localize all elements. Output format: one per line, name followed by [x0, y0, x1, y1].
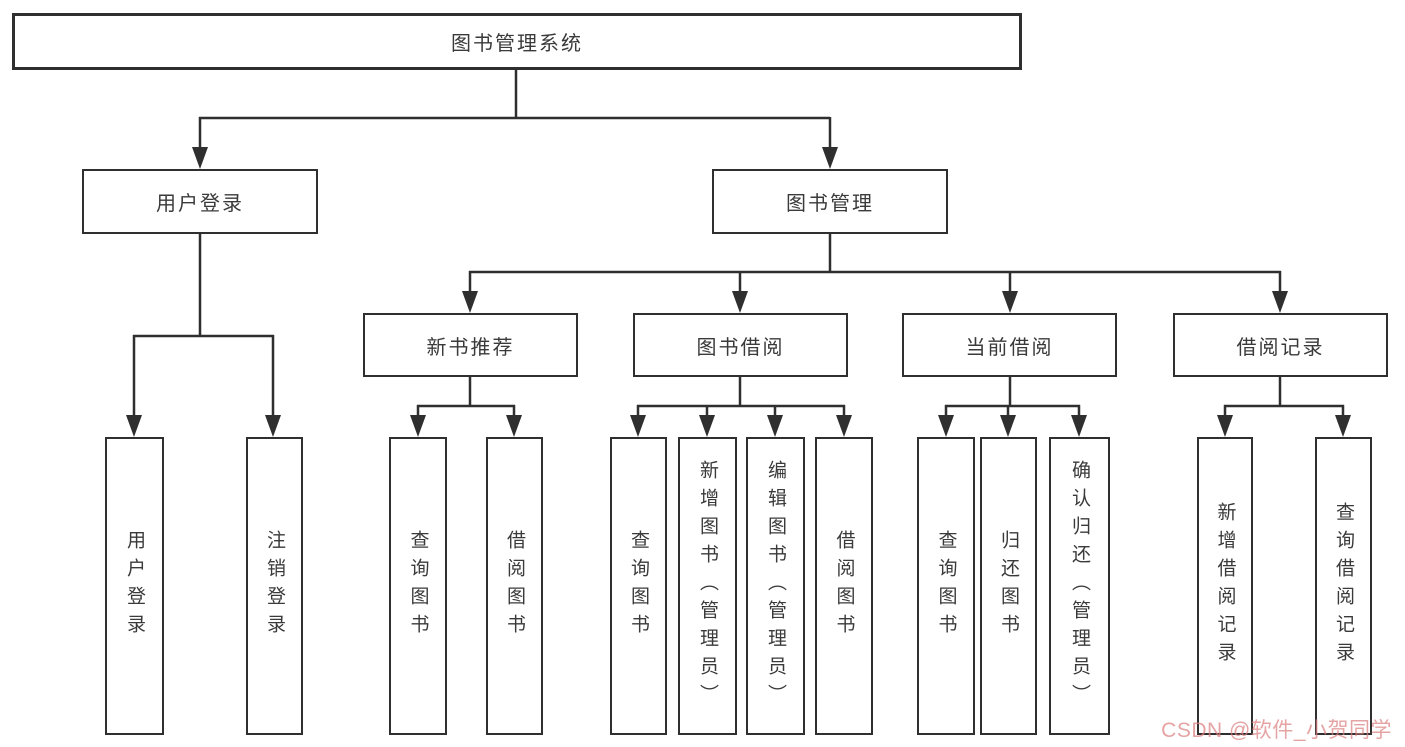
- edge-userlogin-to-leaves: [132, 234, 275, 420]
- arrowheads-records-leaves: [1217, 415, 1351, 437]
- node-label: 借阅记录: [1236, 336, 1325, 359]
- node-label: 注销登录: [264, 530, 285, 642]
- arrowheads-newbooks-leaves: [410, 415, 522, 437]
- edge-records-to-leaves: [1223, 377, 1345, 420]
- arrowheads-level2: [192, 147, 838, 169]
- node-label: 查询借阅记录: [1333, 502, 1354, 670]
- arrowheads-userlogin-leaves: [126, 415, 281, 437]
- leaf-add-books-admin: 新增图书（管理员）: [678, 437, 737, 735]
- node-label: 归还图书: [998, 530, 1019, 642]
- edge-current-to-leaves: [944, 377, 1081, 420]
- node-label: 确认归还（管理员）: [1069, 460, 1090, 712]
- node-library-management-system: 图书管理系统: [12, 13, 1022, 70]
- node-label: 当前借阅: [965, 336, 1054, 359]
- edge-newbooks-to-leaves: [416, 377, 516, 420]
- edge-borrow-to-leaves: [636, 377, 846, 420]
- arrowheads-borrow-leaves: [630, 415, 852, 437]
- node-label: 借阅图书: [504, 530, 525, 642]
- leaf-user-login: 用户登录: [105, 437, 164, 735]
- node-book-borrowing: 图书借阅: [633, 313, 848, 377]
- leaf-logout: 注销登录: [246, 437, 303, 735]
- node-label: 新增借阅记录: [1214, 502, 1236, 670]
- node-label: 新增图书（管理员）: [697, 460, 718, 712]
- node-label: 图书管理系统: [451, 33, 583, 55]
- leaf-confirm-return-admin: 确认归还（管理员）: [1049, 437, 1110, 735]
- node-label: 图书借阅: [696, 336, 785, 359]
- node-current-borrowing: 当前借阅: [902, 313, 1117, 377]
- arrowheads-level3: [462, 291, 1288, 313]
- leaf-borrow-books: 借阅图书: [815, 437, 873, 735]
- node-label: 查询图书: [407, 530, 429, 642]
- node-label: 用户登录: [156, 193, 244, 215]
- node-label: 查询图书: [628, 530, 649, 642]
- node-label: 用户登录: [124, 530, 145, 642]
- csdn-watermark: CSDN @软件_小贺同学: [1161, 719, 1392, 742]
- node-new-book-recommend: 新书推荐: [363, 313, 578, 377]
- leaf-add-borrow-record: 新增借阅记录: [1197, 437, 1253, 735]
- leaf-query-books-borrowing: 查询图书: [610, 437, 667, 735]
- leaf-return-books: 归还图书: [980, 437, 1037, 735]
- node-book-management: 图书管理: [712, 169, 948, 234]
- node-borrow-records: 借阅记录: [1173, 313, 1388, 377]
- node-label: 查询图书: [935, 530, 957, 642]
- leaf-edit-books-admin: 编辑图书（管理员）: [746, 437, 805, 735]
- leaf-query-books-recommend: 查询图书: [389, 437, 447, 735]
- arrowheads-current-leaves: [938, 415, 1087, 437]
- node-label: 图书管理: [786, 193, 874, 215]
- node-user-login: 用户登录: [82, 169, 318, 234]
- edge-bookmgmt-to-level3: [468, 234, 1282, 296]
- node-label: 新书推荐: [426, 336, 515, 359]
- edge-root-to-level2: [198, 70, 832, 152]
- leaf-query-borrow-record: 查询借阅记录: [1315, 437, 1372, 735]
- node-label: 借阅图书: [833, 530, 855, 642]
- leaf-borrow-books-recommend: 借阅图书: [486, 437, 543, 735]
- leaf-query-books-current: 查询图书: [917, 437, 975, 735]
- node-label: 编辑图书（管理员）: [765, 460, 786, 712]
